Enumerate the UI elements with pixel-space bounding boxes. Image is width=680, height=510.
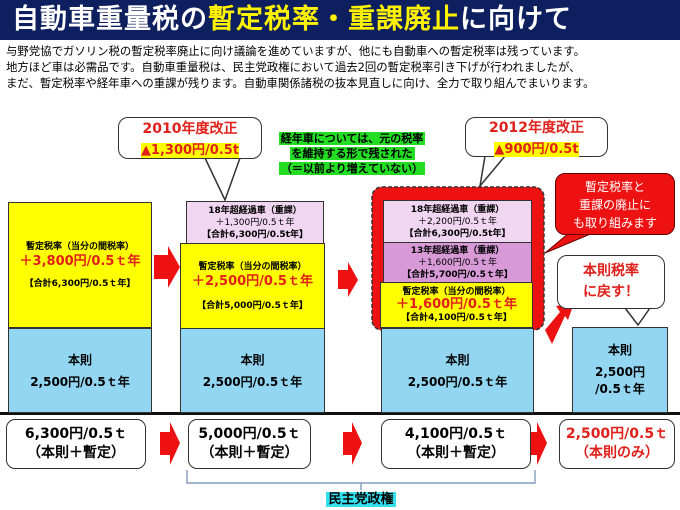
- title-highlight: 暫定税率・重課廃止: [208, 4, 460, 35]
- label: 13年超経過車（重課）: [410, 245, 505, 256]
- amount: ＋3,800円/0.5ｔ年: [19, 253, 141, 269]
- callout-title: 2010年度改正: [142, 121, 238, 137]
- total-note: （本則＋暫定）: [200, 445, 299, 461]
- col3-provisional: 暫定税率（当分の間税率） ＋1,600円/0.5ｔ年 【合計4,100円/0.5…: [380, 282, 533, 328]
- amount: 2,500円/0.5ｔ年: [407, 374, 508, 389]
- total: 【合計5,700円/0.5ｔ年】: [402, 269, 513, 280]
- bubble-line: に戻す！: [583, 284, 639, 300]
- total: 【合計6,300円/0.5ｔ年】: [24, 278, 136, 289]
- label: 暫定税率（当分の間税率）: [402, 287, 511, 297]
- col2-over18: 18年超経過車（重課） ＋1,300円/0.5ｔ年 【合計6,300円/0.5t…: [186, 201, 324, 244]
- red-speech-bubble: 暫定税率と 重課の廃止に も取り組みます: [555, 173, 675, 235]
- callout-tail: [203, 157, 242, 202]
- callout-2012: 2012年度改正 ▲900円/0.5t: [465, 117, 608, 157]
- amount: ＋2,200円/0.5ｔ年: [417, 216, 498, 227]
- bubble-line: 重課の廃止に: [578, 198, 651, 212]
- callout-2010: 2010年度改正 ▲1,300円/0.5t: [118, 117, 262, 159]
- total-amount: 5,000円/0.5ｔ: [198, 426, 301, 442]
- col2-provisional: 暫定税率（当分の間税率） ＋2,500円/0.5ｔ年 【合計5,000円/0.5…: [180, 243, 325, 329]
- arrow-right-icon: [343, 422, 362, 465]
- label: 18年超経過車（重課）: [410, 204, 505, 215]
- total-note: （本則＋暫定）: [27, 445, 125, 461]
- label: 本則: [240, 352, 265, 367]
- amount: 2,500円/0.5ｔ年: [30, 374, 130, 389]
- arrow-diagonal-icon: [545, 303, 574, 344]
- col3-over18: 18年超経過車（重課） ＋2,200円/0.5ｔ年 【合計6,300円/0.5t…: [383, 200, 532, 243]
- col1-base: 本則 2,500円/0.5ｔ年: [8, 328, 152, 413]
- total-amount: 4,100円/0.5ｔ: [404, 426, 508, 442]
- total: 【合計6,300円/0.5t年】: [201, 229, 308, 240]
- col1-provisional: 暫定税率（当分の間税率） ＋3,800円/0.5ｔ年 【合計6,300円/0.5…: [8, 202, 152, 328]
- amount: 2,500円: [595, 365, 645, 379]
- intro-line: 地方ほど車は必需品です。自動車重量税は、民主党政権において過去2回の暫定税率引き…: [6, 60, 581, 74]
- note-line: 経年車については、元の税率: [278, 132, 426, 145]
- callout-title: 2012年度改正: [489, 120, 584, 136]
- col3-base: 本則 2,500円/0.5ｔ年: [381, 328, 534, 413]
- total-note: （本則のみ）: [575, 445, 659, 461]
- amount: ＋2,500円/0.5ｔ年: [192, 273, 313, 289]
- bubble-line: 本則税率: [583, 263, 639, 279]
- arrow-right-icon: [160, 422, 180, 465]
- bubble-line: も取り組みます: [572, 216, 657, 230]
- page-title: 自動車重量税の暫定税率・重課廃止に向けて: [0, 0, 680, 40]
- intro-line: まだ、暫定税率や経年車への重課が残ります。自動車関係諸税の抜本見直しに向け、全力…: [6, 76, 595, 90]
- total-box: 6,300円/0.5ｔ （本則＋暫定）: [6, 419, 146, 469]
- total-amount: 6,300円/0.5ｔ: [24, 426, 128, 442]
- callout-amount: ▲900円/0.5t: [494, 142, 579, 157]
- arrow-right-icon: [528, 422, 547, 465]
- label: 本則: [67, 352, 92, 367]
- label: 本則: [607, 343, 632, 357]
- label: 暫定税率（当分の間税率）: [198, 261, 307, 272]
- total-amount: 2,500円/0.5ｔ: [565, 426, 669, 442]
- col2-base: 本則 2,500円/0.5ｔ年: [180, 328, 325, 413]
- arrow-right-icon: [338, 262, 358, 297]
- period-label-text: 民主党政権: [326, 492, 396, 507]
- green-note: 経年車については、元の税率 を維持する形で残された （＝以前より増えていない）: [272, 131, 432, 176]
- total-box: 5,000円/0.5ｔ （本則＋暫定）: [188, 419, 311, 469]
- col3-over13: 13年超経過車（重課） ＋1,600円/0.5ｔ年 【合計5,700円/0.5ｔ…: [383, 242, 532, 283]
- note-line: を維持する形で残された: [289, 147, 415, 160]
- title-part: に向けて: [460, 4, 572, 35]
- total: 【合計5,000円/0.5ｔ年】: [197, 300, 308, 311]
- label: 本則: [445, 352, 470, 367]
- total: 【合計6,300円/0.5t年】: [404, 228, 511, 239]
- total-box-final: 2,500円/0.5ｔ （本則のみ）: [559, 419, 675, 469]
- arrow-right-icon: [154, 246, 180, 288]
- callout-tail: [478, 155, 507, 189]
- label: 18年超経過車（重課）: [208, 205, 302, 216]
- total: 【合計4,100円/0.5ｔ年】: [401, 313, 512, 323]
- title-part: 自動車重量税の: [12, 4, 208, 35]
- col4-base: 本則 2,500円 /0.5ｔ年: [572, 327, 668, 413]
- total-note: （本則＋暫定）: [407, 445, 505, 461]
- amount: ＋1,600円/0.5ｔ年: [396, 297, 517, 312]
- baseline: [0, 412, 680, 415]
- intro-line: 与野党協でガソリン税の暫定税率廃止に向け議論を進めていますが、他にも自動車への暫…: [6, 44, 585, 58]
- label: 暫定税率（当分の間税率）: [25, 241, 134, 252]
- bubble-tail: [623, 307, 652, 327]
- bubble-line: 暫定税率と: [584, 180, 645, 194]
- intro-text: 与野党協でガソリン税の暫定税率廃止に向け議論を進めていますが、他にも自動車への暫…: [6, 43, 676, 91]
- callout-amount: ▲1,300円/0.5t: [140, 143, 240, 158]
- period-label: 民主党政権: [320, 488, 402, 507]
- note-line: （＝以前より増えていない）: [278, 162, 426, 175]
- amount: /0.5ｔ年: [595, 382, 645, 396]
- return-bubble: 本則税率 に戻す！: [557, 255, 665, 309]
- amount: ＋1,300円/0.5ｔ年: [215, 217, 295, 228]
- total-box: 4,100円/0.5ｔ （本則＋暫定）: [381, 419, 531, 469]
- amount: 2,500円/0.5ｔ年: [202, 374, 303, 389]
- period-bracket: [186, 470, 536, 490]
- amount: ＋1,600円/0.5ｔ年: [417, 257, 498, 268]
